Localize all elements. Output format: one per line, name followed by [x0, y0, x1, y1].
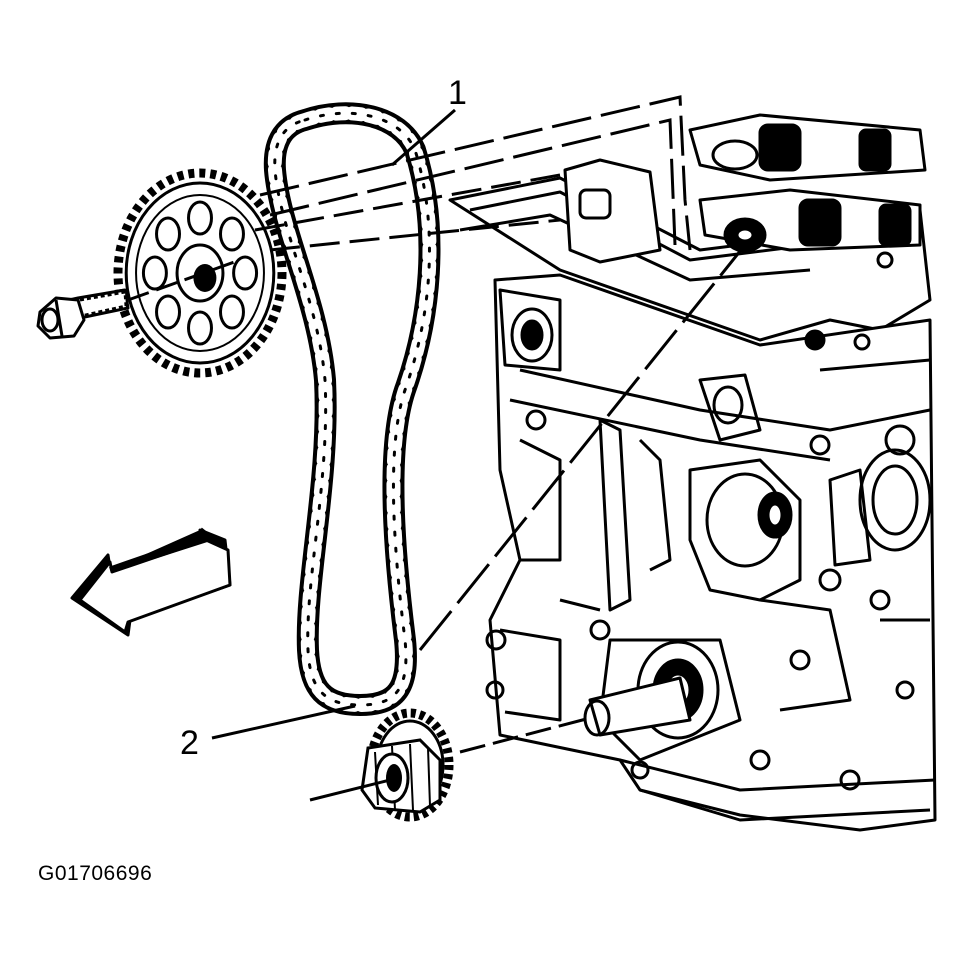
callout-label-2: 2 [180, 724, 199, 762]
timing-chain [275, 113, 430, 705]
callout-label-1: 1 [448, 74, 467, 112]
sprocket-bolt [38, 290, 128, 338]
engine-block [450, 115, 935, 830]
crankshaft-sprocket [362, 713, 449, 817]
direction-arrow-icon [72, 530, 230, 635]
assembly-lines [128, 97, 745, 800]
figure-id: G01706696 [38, 862, 153, 885]
